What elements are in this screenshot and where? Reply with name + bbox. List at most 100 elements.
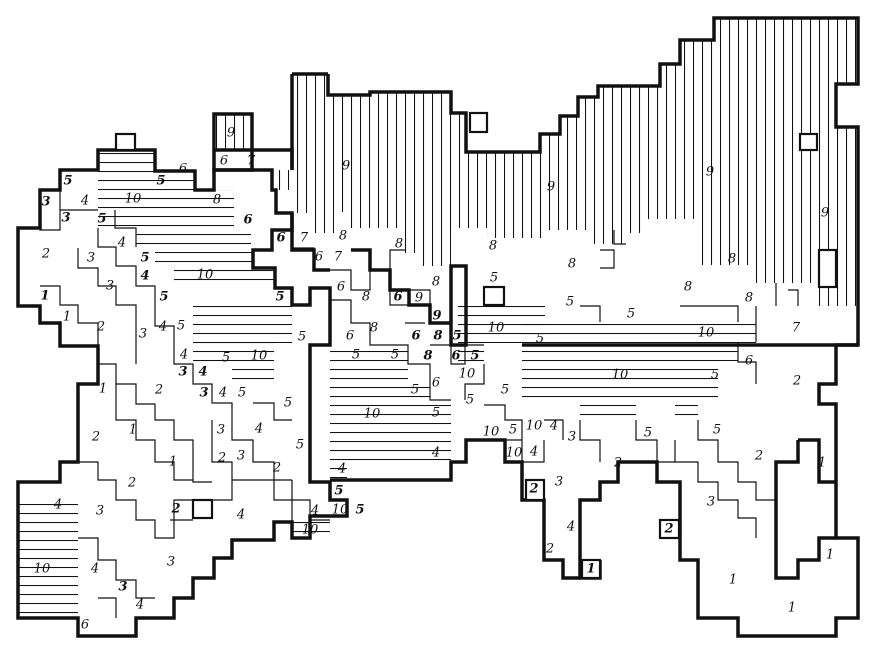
division-line-west-5	[115, 384, 193, 481]
zone-label: 5	[644, 426, 652, 441]
zone-label: 3	[106, 279, 114, 294]
horizontal-hatch-zone-middle-strip	[458, 306, 545, 365]
zone-label: 8	[433, 329, 442, 344]
zone-label: 5	[177, 319, 185, 334]
zone-label: 4	[179, 348, 188, 363]
zone-label: 4	[337, 462, 346, 477]
vertical-hatch-zone-upper-left	[214, 114, 252, 150]
zone-label: 5	[63, 174, 72, 189]
zone-label: 1	[169, 455, 177, 470]
zone-label: 2	[96, 320, 105, 335]
zone-label: 6	[745, 354, 753, 369]
horizontal-hatch-zone-center	[330, 345, 451, 480]
zone-label: 2	[41, 247, 50, 262]
boundary-center-spine	[290, 213, 468, 347]
box-south-1	[580, 558, 602, 580]
zone-label: 5	[452, 329, 461, 344]
zone-label: 6	[337, 280, 345, 295]
zone-label: 5	[97, 212, 106, 227]
zone-label: 2	[127, 476, 136, 491]
zone-label: 4	[90, 562, 99, 577]
zone-label: 8	[362, 290, 370, 305]
zone-label: 4	[117, 236, 126, 251]
zone-label: 3	[199, 386, 208, 401]
zone-label: 5	[284, 396, 292, 411]
zone-label: 2	[528, 482, 538, 497]
box-west-square	[191, 498, 214, 520]
box-top-left-stub	[114, 132, 137, 152]
division-line-west-2	[40, 285, 212, 483]
zone-label: 2	[613, 456, 622, 471]
zone-label: 6	[276, 231, 285, 246]
zone-label: 9	[821, 206, 829, 221]
zone-label: 2	[754, 449, 763, 464]
zone-label: 9	[547, 180, 555, 195]
zone-label: 6	[432, 376, 440, 391]
zone-label: 5	[509, 423, 517, 438]
zone-label: 1	[788, 601, 796, 616]
division-line-east-2	[579, 249, 739, 463]
zone-label: 1	[63, 310, 71, 325]
zone-label: 9	[227, 126, 235, 141]
vertical-hatch-zone-west	[276, 18, 858, 306]
vertical-hatch-zones	[214, 18, 858, 306]
zone-label: 2	[217, 451, 226, 466]
zone-label: 10	[332, 503, 349, 518]
zone-label: 6	[220, 154, 228, 169]
horizontal-hatch-zones	[18, 150, 756, 618]
box-east-tall	[817, 248, 838, 289]
zone-label: 4	[236, 508, 245, 523]
zone-label: 1	[99, 382, 107, 397]
zone-label: 5	[298, 330, 306, 345]
zone-label: 5	[238, 386, 246, 401]
zone-label: 6	[81, 618, 89, 633]
zone-label: 5	[275, 290, 284, 305]
boundary-south-center	[330, 438, 580, 580]
zone-label: 7	[334, 250, 343, 265]
zone-label: 8	[339, 229, 347, 244]
zone-label: 3	[41, 195, 50, 210]
zone-label: 3	[568, 430, 576, 445]
zone-label: 5	[470, 349, 479, 364]
zone-label: 3	[61, 211, 70, 226]
division-line-east-1	[674, 306, 776, 538]
zone-label: 10	[459, 367, 476, 382]
division-line-west-1	[39, 190, 292, 481]
zone-label: 3	[237, 449, 245, 464]
zone-label: 2	[272, 461, 281, 476]
zone-label: 2	[154, 383, 163, 398]
zone-label: 4	[135, 598, 144, 613]
zone-label: 8	[489, 239, 497, 254]
zone-label: 8	[423, 349, 432, 364]
zone-label: 4	[549, 419, 558, 434]
zone-label: 10	[364, 407, 381, 422]
zone-label: 5	[432, 406, 440, 421]
division-line-west-3	[77, 248, 137, 364]
boundary-east-inner	[522, 343, 858, 580]
zone-label: 10	[125, 192, 142, 207]
zone-label: 5	[156, 174, 165, 189]
division-line-west-4	[78, 461, 193, 539]
division-line-south-west	[78, 537, 155, 618]
zone-label: 10	[612, 368, 629, 383]
box-top-notch	[468, 111, 489, 134]
horizontal-hatch-zone-east	[522, 322, 756, 420]
small-marked-boxes	[114, 111, 838, 580]
zone-label: 5	[713, 423, 721, 438]
zone-label: 2	[545, 542, 554, 557]
box-north-east-square	[798, 132, 819, 152]
zone-label: 4	[140, 269, 149, 284]
zone-label: 5	[627, 307, 635, 322]
zone-label: 2	[792, 374, 801, 389]
box-center-square	[482, 285, 506, 307]
zone-label: 5	[352, 348, 360, 363]
zone-label: 10	[698, 326, 715, 341]
zone-label: 4	[529, 445, 538, 460]
horizontal-hatch-zone-north-west	[98, 150, 275, 288]
box-east-2	[658, 518, 681, 540]
zone-label: 4	[158, 320, 167, 335]
zone-label: 1	[826, 548, 834, 563]
boundary-main-north	[290, 16, 860, 638]
